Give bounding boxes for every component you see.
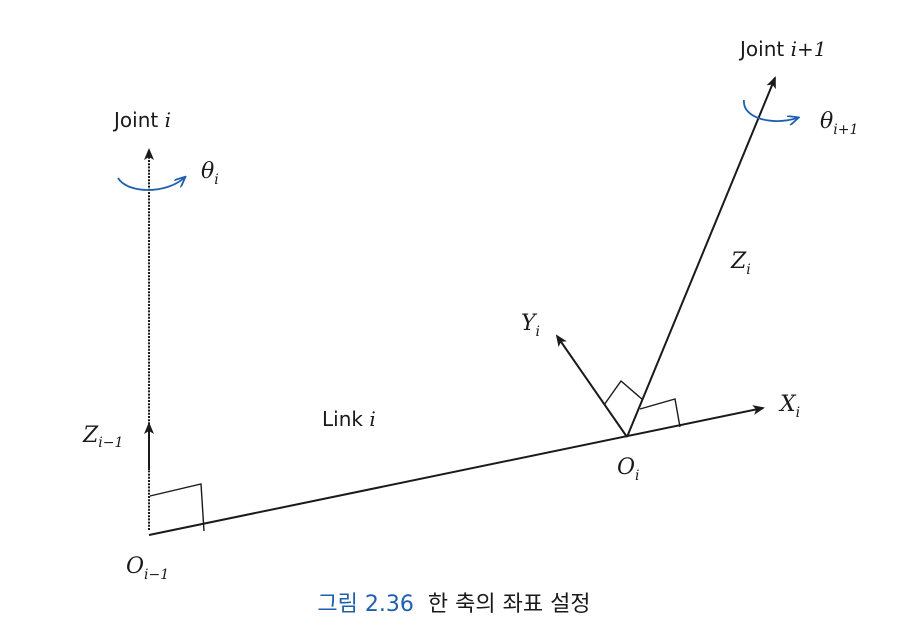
right-angle-marker-yz: [603, 379, 644, 406]
o-i-label: Oi: [617, 455, 640, 484]
z-i-axis: [626, 76, 776, 438]
z-i-label: Zi: [730, 249, 751, 278]
x-i-label: Xi: [778, 392, 800, 421]
figure-number: 그림 2.36: [317, 592, 414, 617]
theta-i-rotation-arrow: [117, 178, 184, 191]
right-angle-marker-zx: [639, 398, 681, 428]
theta-next-label: θi+1: [820, 109, 858, 138]
theta-i-label: θi: [201, 159, 219, 188]
y-i-label: Yi: [521, 311, 540, 340]
y-i-axis: [555, 334, 628, 438]
theta-next-rotation-arrow: [743, 99, 797, 121]
link-i-line: [148, 405, 765, 536]
joint-next-label: Joint i+1: [738, 37, 826, 61]
z-prev-label: Zi−1: [82, 423, 123, 451]
link-i-label: Link i: [322, 407, 376, 431]
right-angle-marker-base: [149, 483, 205, 532]
joint-i-label: Joint i: [112, 108, 171, 132]
figure-caption: 그림 2.36 한 축의 좌표 설정: [0, 586, 908, 618]
o-prev-label: Oi−1: [126, 554, 169, 583]
figure-caption-text: 한 축의 좌표 설정: [427, 592, 591, 617]
